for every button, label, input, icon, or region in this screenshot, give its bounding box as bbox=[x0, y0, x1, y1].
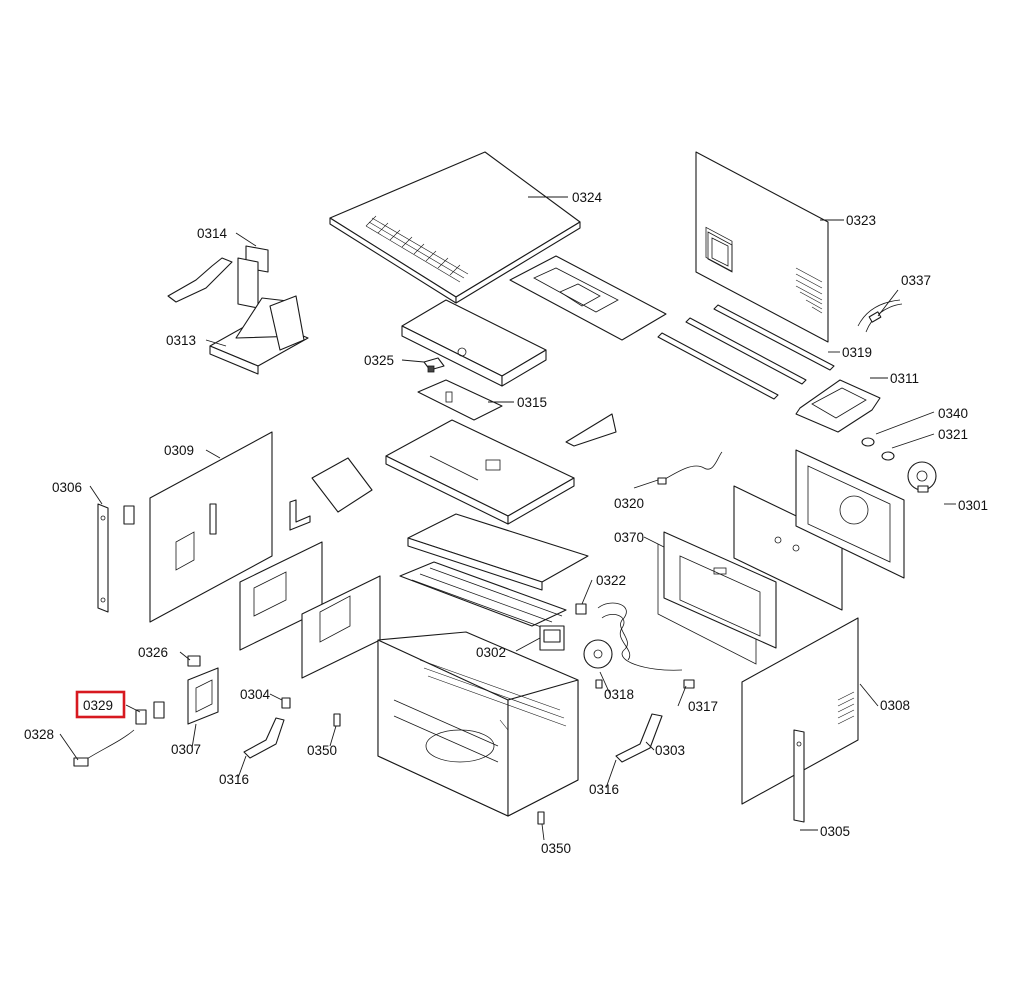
part-0307-bracket bbox=[187, 667, 219, 725]
label-0316-left: 0316 bbox=[219, 772, 249, 787]
part-0308-rear-panel bbox=[741, 617, 859, 805]
part-labels: 0324 0323 0314 0313 0337 0325 0319 0315 … bbox=[24, 190, 988, 856]
part-0325-sensor bbox=[423, 357, 445, 373]
label-0323: 0323 bbox=[846, 213, 876, 228]
label-0304: 0304 bbox=[240, 687, 271, 702]
part-0303-hinge-right bbox=[615, 713, 663, 763]
part-middle-plate bbox=[385, 419, 575, 525]
part-0340-cap bbox=[861, 437, 875, 447]
label-0350-left: 0350 bbox=[307, 743, 337, 758]
part-grill-tray bbox=[509, 255, 667, 341]
label-0326: 0326 bbox=[138, 645, 168, 660]
part-0350-clip-bottom bbox=[537, 811, 545, 825]
label-0320: 0320 bbox=[614, 496, 644, 511]
label-0301: 0301 bbox=[958, 498, 988, 513]
label-0314: 0314 bbox=[197, 226, 228, 241]
part-door-panel-front bbox=[663, 531, 777, 649]
part-0301-fan-motor bbox=[907, 461, 937, 493]
part-0328-cable bbox=[73, 729, 135, 767]
part-0309-side-panel bbox=[123, 431, 273, 623]
part-grill-element bbox=[399, 561, 567, 629]
label-0306: 0306 bbox=[52, 480, 82, 495]
part-0326-connector bbox=[187, 655, 201, 667]
part-0337-wire bbox=[857, 299, 903, 333]
part-lower-plate bbox=[407, 513, 589, 591]
label-0313: 0313 bbox=[166, 333, 196, 348]
part-0329-clip bbox=[135, 701, 165, 725]
highlight-box-0329 bbox=[75, 690, 126, 719]
part-0319-rails bbox=[657, 304, 835, 400]
part-0311-bracket bbox=[795, 379, 881, 433]
leader-lines bbox=[59, 196, 956, 841]
label-0311: 0311 bbox=[890, 371, 919, 386]
part-0318-fan bbox=[583, 639, 613, 689]
part-0304-hinge bbox=[281, 697, 291, 709]
part-0350-clip-left bbox=[333, 713, 341, 727]
label-0315: 0315 bbox=[517, 395, 547, 410]
label-0370: 0370 bbox=[614, 530, 644, 545]
label-0308: 0308 bbox=[880, 698, 910, 713]
label-0325: 0325 bbox=[364, 353, 394, 368]
label-0317: 0317 bbox=[688, 699, 718, 714]
label-0324: 0324 bbox=[572, 190, 603, 205]
label-0340: 0340 bbox=[938, 406, 968, 421]
part-small-bracket bbox=[289, 457, 373, 531]
label-0303: 0303 bbox=[655, 743, 685, 758]
label-0329: 0329 bbox=[83, 698, 113, 713]
label-0328: 0328 bbox=[24, 727, 54, 742]
label-0302: 0302 bbox=[476, 645, 506, 660]
label-0337: 0337 bbox=[901, 273, 931, 288]
part-0323-side-panel bbox=[695, 151, 829, 343]
part-0321-cap bbox=[881, 451, 895, 461]
part-0322-sensor bbox=[575, 603, 587, 615]
part-triangle-bracket bbox=[565, 413, 617, 447]
label-0309: 0309 bbox=[164, 443, 194, 458]
label-0319: 0319 bbox=[842, 345, 872, 360]
label-0318: 0318 bbox=[604, 687, 634, 702]
part-0305-strip bbox=[793, 729, 805, 823]
label-0305: 0305 bbox=[820, 824, 850, 839]
label-0350-bottom: 0350 bbox=[541, 841, 571, 856]
part-0324-top-cover bbox=[329, 151, 581, 304]
label-0307: 0307 bbox=[171, 742, 201, 757]
label-0316-right: 0316 bbox=[589, 782, 619, 797]
part-0314-bracket bbox=[167, 245, 269, 309]
part-0316-hinge-left bbox=[243, 717, 285, 759]
label-0321: 0321 bbox=[938, 427, 968, 442]
part-0317-heater bbox=[597, 602, 695, 689]
part-oven-cavity bbox=[377, 631, 579, 817]
part-0306-strip bbox=[97, 503, 109, 613]
part-0302-motor bbox=[539, 625, 565, 651]
part-door-panel-back bbox=[795, 449, 905, 579]
part-0320-wire bbox=[657, 451, 723, 485]
label-0322: 0322 bbox=[596, 573, 626, 588]
part-upper-plate bbox=[401, 299, 547, 387]
part-0315-plate bbox=[417, 379, 503, 421]
part-0313-bracket-assembly bbox=[209, 295, 309, 375]
